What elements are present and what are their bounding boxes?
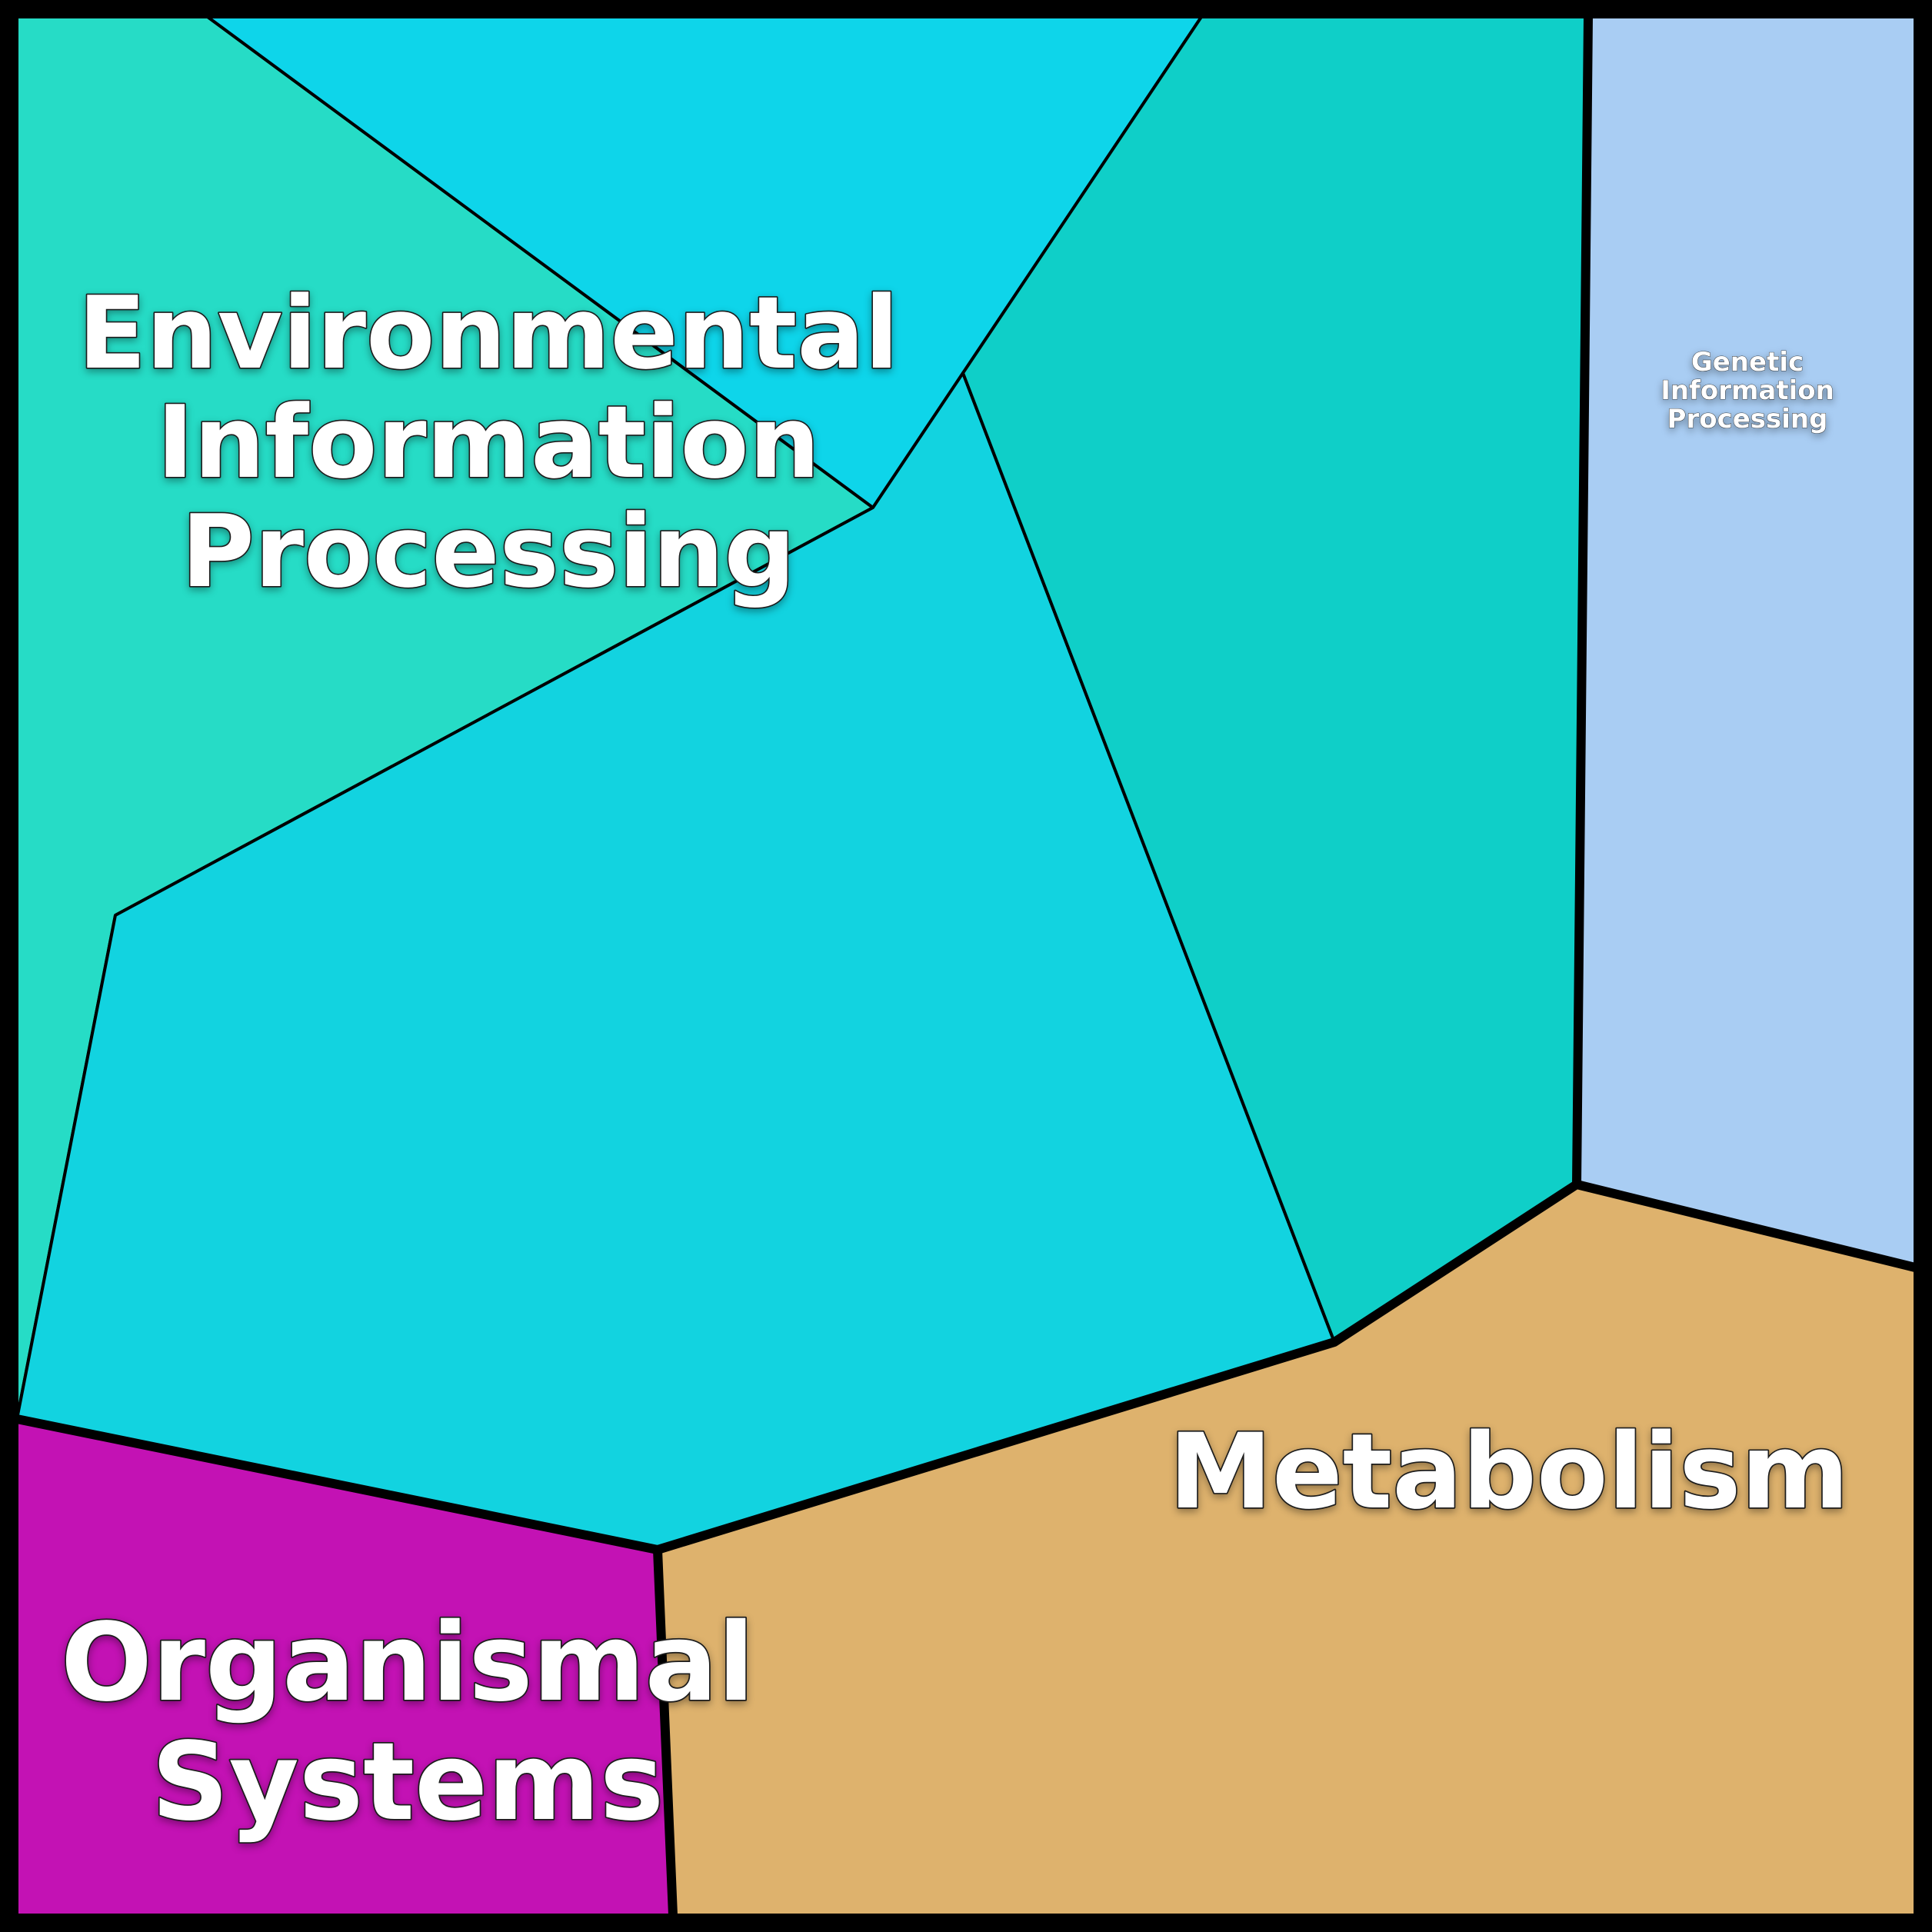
label-genetic-information-processing-line-1: Genetic xyxy=(1691,347,1804,378)
label-organismal-systems-line-2: Systems xyxy=(152,1720,665,1845)
label-genetic-information-processing-line-2: Information xyxy=(1661,375,1834,406)
boundary-metabolism-top xyxy=(653,1180,1581,1554)
boundary-organismal-top xyxy=(12,1414,662,1554)
region-cell-genetic xyxy=(1575,15,1917,1269)
boundary-metabolism-left xyxy=(653,1545,678,1920)
label-environmental-information-processing-line-3: Processing xyxy=(182,493,796,610)
label-metabolism-line-1: Metabolism xyxy=(1169,1411,1850,1532)
boundary-genetic-left xyxy=(1572,12,1593,1189)
label-environmental-information-processing-line-1: Environmental xyxy=(78,275,898,391)
boundary-genetic-bottom xyxy=(1572,1180,1920,1272)
label-environmental-information-processing-line-2: Information xyxy=(157,384,821,501)
label-organismal-systems-line-1: Organismal xyxy=(61,1601,754,1726)
label-genetic-information-processing-line-3: Processing xyxy=(1667,404,1828,435)
